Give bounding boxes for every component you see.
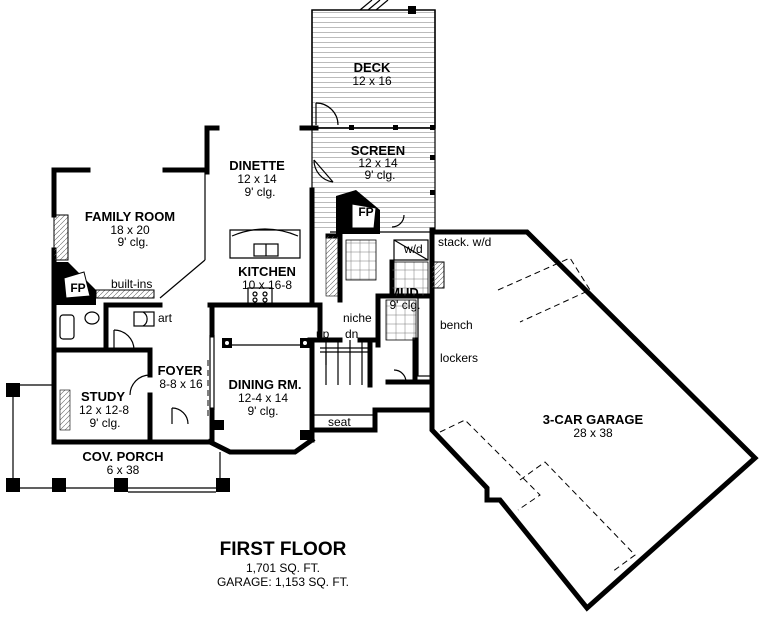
lockers-label: lockers <box>440 351 478 365</box>
deck-name: DECK <box>354 60 391 75</box>
foyer-size: 8-8 x 16 <box>159 377 203 391</box>
bench-label: bench <box>440 318 473 332</box>
interior-walls <box>51 170 445 445</box>
porch-size: 6 x 38 <box>107 463 140 477</box>
mud-ceiling: 9' clg. <box>390 298 421 312</box>
screen-fireplace-label: FP <box>358 205 373 219</box>
dining-ceiling: 9' clg. <box>248 404 279 418</box>
screen-name: SCREEN <box>351 143 405 158</box>
staircase <box>320 340 370 385</box>
niche-label: niche <box>343 311 372 325</box>
garage-area: GARAGE: 1,153 SQ. FT. <box>217 575 349 589</box>
garage <box>429 229 759 612</box>
dinette-size: 12 x 14 <box>237 172 277 186</box>
screen-size: 12 x 14 <box>358 156 398 170</box>
screen-fireplace <box>336 190 380 234</box>
family-fireplace-label: FP <box>70 281 85 295</box>
study-ceiling: 9' clg. <box>90 416 121 430</box>
deck-size: 12 x 16 <box>352 74 392 88</box>
dinette-name: DINETTE <box>229 158 285 173</box>
wd-label: w/d <box>403 242 423 256</box>
seat-label: seat <box>328 415 351 429</box>
floor-title: FIRST FLOOR <box>220 539 347 560</box>
garage-size: 28 x 38 <box>573 426 613 440</box>
deck-area <box>311 0 436 232</box>
foyer-name: FOYER <box>158 363 203 378</box>
family-fireplace <box>53 214 155 305</box>
porch-name: COV. PORCH <box>82 449 163 464</box>
study-size: 12 x 12-8 <box>79 403 129 417</box>
dinette-ceiling: 9' clg. <box>245 185 276 199</box>
dn-label: dn <box>345 327 358 341</box>
floor-area: 1,701 SQ. FT. <box>246 561 320 575</box>
family-room-name: FAMILY ROOM <box>85 209 175 224</box>
screen-ceiling: 9' clg. <box>365 168 396 182</box>
dining-name: DINING RM. <box>229 377 302 392</box>
stack-wd-label: stack. w/d <box>438 235 491 249</box>
family-room-ceiling: 9' clg. <box>118 235 149 249</box>
mud-name: MUD <box>389 285 419 300</box>
art-label: art <box>158 311 173 325</box>
garage-name: 3-CAR GARAGE <box>543 412 644 427</box>
dining-size: 12-4 x 14 <box>238 391 288 405</box>
built-ins-label: built-ins <box>111 277 152 291</box>
kitchen-size: 10 x 16-8 <box>242 278 292 292</box>
study-name: STUDY <box>81 389 125 404</box>
family-room-size: 18 x 20 <box>110 223 150 237</box>
kitchen-name: KITCHEN <box>238 264 296 279</box>
up-label: up <box>316 327 330 341</box>
